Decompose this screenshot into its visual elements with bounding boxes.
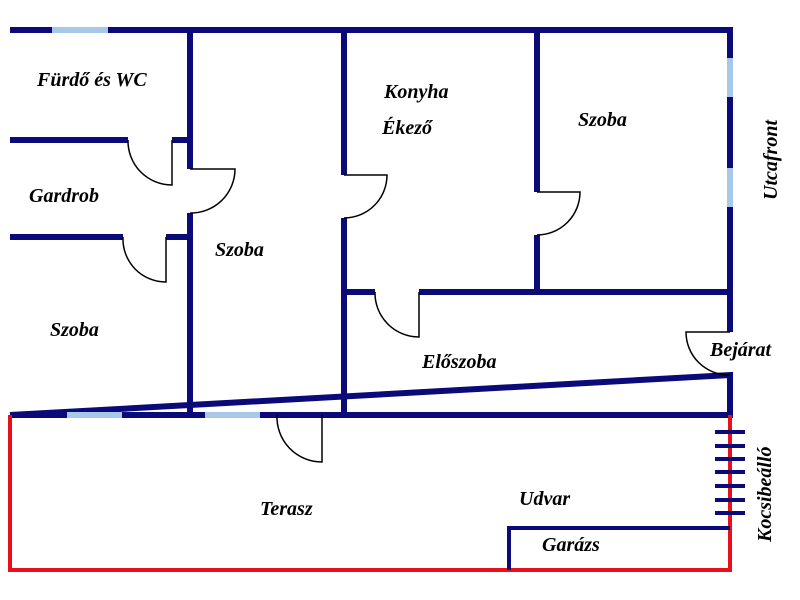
property-boundary — [8, 415, 732, 572]
windows — [52, 27, 733, 418]
room-label-kitchen: Konyha — [383, 81, 448, 103]
room-label-wardrobe: Gardrob — [29, 185, 99, 207]
label-entrance: Bejárat — [709, 339, 773, 361]
room-label-room-left: Szoba — [50, 319, 99, 341]
label-terrace: Terasz — [260, 498, 313, 520]
label-yard: Udvar — [519, 488, 570, 510]
room-label-kitchen-sub: Ékező — [381, 116, 434, 139]
room-label-room-middle: Szoba — [215, 239, 264, 261]
doors — [122, 139, 731, 463]
room-label-hall: Előszoba — [421, 351, 496, 373]
label-street-front: Utcafront — [760, 119, 782, 200]
room-label-bath: Fürdő és WC — [36, 69, 147, 91]
room-label-room-right: Szoba — [578, 109, 627, 131]
label-garage: Garázs — [542, 534, 600, 556]
carport-markings — [715, 430, 745, 515]
garage-outline — [507, 526, 730, 570]
walls — [9, 27, 733, 418]
label-carport: Kocsibeálló — [754, 446, 776, 543]
